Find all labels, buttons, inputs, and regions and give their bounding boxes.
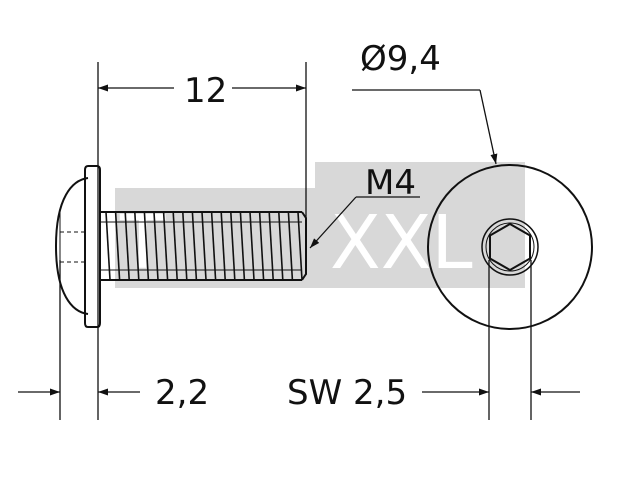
thread-line	[191, 211, 198, 281]
thread-line	[210, 211, 217, 281]
thread-line	[249, 211, 255, 281]
dim-thread-label: M4	[365, 163, 416, 203]
thread-lines	[105, 211, 303, 281]
thread-line	[258, 211, 265, 281]
dim-socket-label: SW 2,5	[287, 373, 407, 413]
socket-circle	[481, 218, 539, 276]
dim-length-label: 12	[184, 71, 227, 111]
thread-line	[162, 211, 169, 281]
screw-head-dome	[54, 177, 89, 315]
watermark-text-right: XXL	[330, 200, 473, 286]
thread-line	[143, 211, 150, 281]
dimension-lines	[18, 62, 580, 420]
thread-line	[201, 211, 207, 281]
head-outer-circle	[427, 164, 593, 330]
watermark: T XXL	[115, 162, 525, 288]
dim-diameter-label: Ø9,4	[360, 39, 441, 79]
thread-line	[134, 211, 140, 281]
thread-line	[105, 211, 111, 281]
thread-line	[239, 211, 246, 281]
dim-head-height-label: 2,2	[155, 373, 209, 413]
thread-line	[124, 211, 130, 281]
thread-line	[278, 211, 284, 281]
thread-line	[268, 211, 274, 281]
thread-line	[153, 211, 159, 281]
thread-line	[172, 211, 178, 281]
thread-line	[182, 211, 188, 281]
screw-end-view	[427, 164, 593, 330]
thread-line	[287, 211, 294, 281]
thread-line	[230, 211, 236, 281]
thread-line	[114, 211, 121, 281]
screw-flange	[84, 165, 101, 328]
thread-line	[220, 211, 226, 281]
thread-line	[297, 211, 303, 281]
hex-socket	[489, 222, 531, 272]
